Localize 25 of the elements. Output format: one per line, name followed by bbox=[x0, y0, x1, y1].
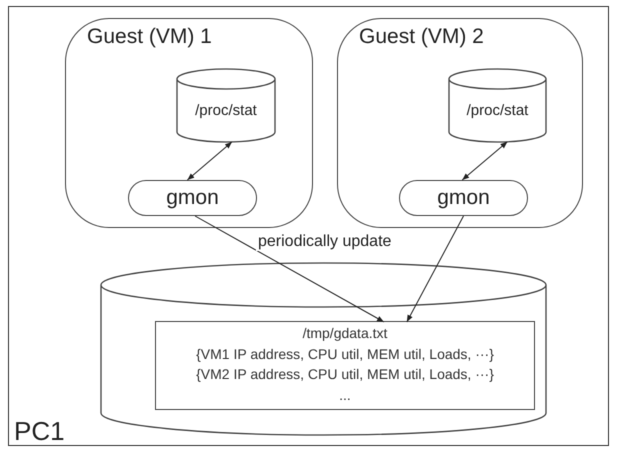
file-label: /proc/stat bbox=[194, 102, 258, 119]
pc-label: PC1 bbox=[14, 416, 65, 447]
file-box bbox=[155, 321, 535, 410]
process-label: gmon bbox=[166, 186, 219, 210]
record-line: {VM2 IP address, CPU util, MEM util, Loads, ···} bbox=[195, 366, 495, 382]
arrow bbox=[406, 216, 464, 322]
record-line: {VM1 IP address, CPU util, MEM util, Loads, ···} bbox=[195, 346, 495, 362]
pc-frame bbox=[8, 6, 609, 446]
vm-container bbox=[337, 18, 583, 228]
file-label: /proc/stat bbox=[466, 102, 530, 119]
storage-cylinder bbox=[100, 262, 547, 436]
vm-label: Guest (VM) 2 bbox=[359, 25, 484, 49]
storage-cylinder bbox=[176, 68, 276, 143]
edge-label: periodically update bbox=[256, 233, 394, 251]
arrow bbox=[194, 216, 384, 322]
vm-container bbox=[65, 18, 313, 228]
process-box bbox=[128, 180, 257, 216]
process-label: gmon bbox=[437, 186, 490, 210]
arrow bbox=[462, 141, 508, 180]
storage-cylinder bbox=[448, 68, 547, 143]
record-line: ... bbox=[338, 386, 352, 402]
arrow bbox=[186, 141, 232, 180]
vm-label: Guest (VM) 1 bbox=[87, 25, 212, 49]
file-text: /tmp/gdata.txt bbox=[302, 325, 388, 341]
process-box bbox=[399, 180, 528, 216]
